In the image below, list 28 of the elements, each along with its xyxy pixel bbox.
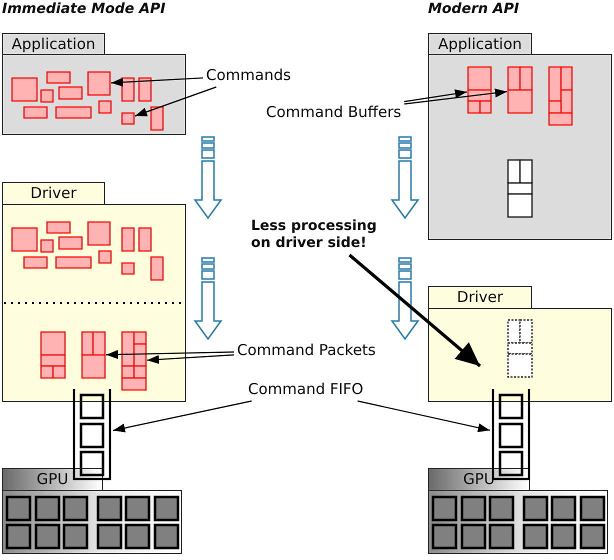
command-buffer — [468, 67, 491, 113]
leader-line — [146, 354, 234, 364]
tab-label: Application — [2, 33, 105, 55]
leader-line — [357, 400, 490, 432]
leader-line — [112, 400, 252, 432]
tab-label: GPU — [2, 468, 103, 491]
command-block — [88, 72, 110, 95]
command-packet — [82, 332, 105, 378]
callout-label: Command Buffers — [266, 104, 402, 121]
leader-line — [404, 88, 508, 105]
command-packet — [122, 332, 146, 390]
arrow — [348, 254, 482, 368]
tab-label: Application — [428, 33, 532, 55]
callout-label: Commands — [206, 67, 291, 84]
fifo-queue — [72, 389, 112, 481]
leader-line — [134, 86, 216, 117]
annotation-text: Less processing on driver side! — [251, 218, 401, 252]
leader-line — [404, 89, 468, 102]
callout-label: Command FIFO — [248, 381, 364, 398]
column-heading: Immediate Mode API — [2, 1, 166, 18]
callout-label: Command Packets — [237, 342, 376, 359]
tab-label: Driver — [2, 182, 105, 205]
leader-line — [106, 350, 234, 359]
command-buffer — [508, 67, 532, 113]
leader-line — [110, 77, 204, 87]
tab-label: Driver — [428, 286, 532, 309]
command-block — [122, 113, 134, 124]
column-heading: Modern API — [428, 1, 520, 18]
